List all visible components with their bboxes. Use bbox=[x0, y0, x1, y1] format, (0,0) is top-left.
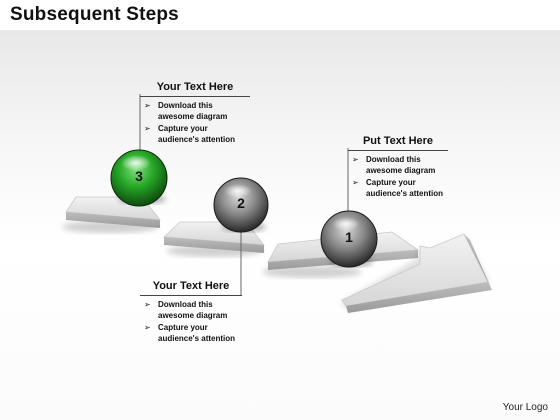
ball-highlight bbox=[332, 217, 360, 231]
list-item: ➢Capture your audience's attention bbox=[144, 124, 236, 144]
slab-shadow bbox=[262, 266, 362, 278]
logo-text: Your Logo bbox=[502, 402, 548, 413]
list-item: ➢Download this awesome diagram bbox=[144, 101, 228, 121]
arrowhead-bullet-icon: ➢ bbox=[144, 300, 151, 309]
list-item: ➢Download this awesome diagram bbox=[144, 300, 228, 320]
block-heading: Your Text Here bbox=[140, 81, 250, 97]
list-item: ➢Capture your audience's attention bbox=[144, 323, 236, 343]
step-number: 1 bbox=[345, 229, 353, 245]
arrowhead-bullet-icon: ➢ bbox=[144, 101, 151, 110]
block-heading: Your Text Here bbox=[140, 280, 242, 296]
text-block-step-2: Your Text Here ➢Download this awesome di… bbox=[140, 280, 242, 346]
arrowhead-bullet-icon: ➢ bbox=[144, 323, 151, 332]
page-title: Subsequent Steps bbox=[10, 4, 179, 25]
ball-highlight bbox=[224, 184, 252, 198]
text-block-step-1: Put Text Here ➢Download this awesome dia… bbox=[348, 135, 448, 201]
text-block-step-3: Your Text Here ➢Download this awesome di… bbox=[140, 81, 250, 147]
ball-highlight bbox=[121, 155, 151, 171]
arrowhead-bullet-icon: ➢ bbox=[352, 155, 359, 164]
step-number: 3 bbox=[135, 168, 143, 184]
arrowhead-bullet-icon: ➢ bbox=[144, 124, 151, 133]
list-item: ➢Download this awesome diagram bbox=[352, 155, 436, 175]
step-number: 2 bbox=[237, 195, 245, 211]
list-item: ➢Capture your audience's attention bbox=[352, 178, 444, 198]
direction-arrow bbox=[340, 233, 492, 313]
block-heading: Put Text Here bbox=[348, 135, 448, 151]
arrowhead-bullet-icon: ➢ bbox=[352, 178, 359, 187]
